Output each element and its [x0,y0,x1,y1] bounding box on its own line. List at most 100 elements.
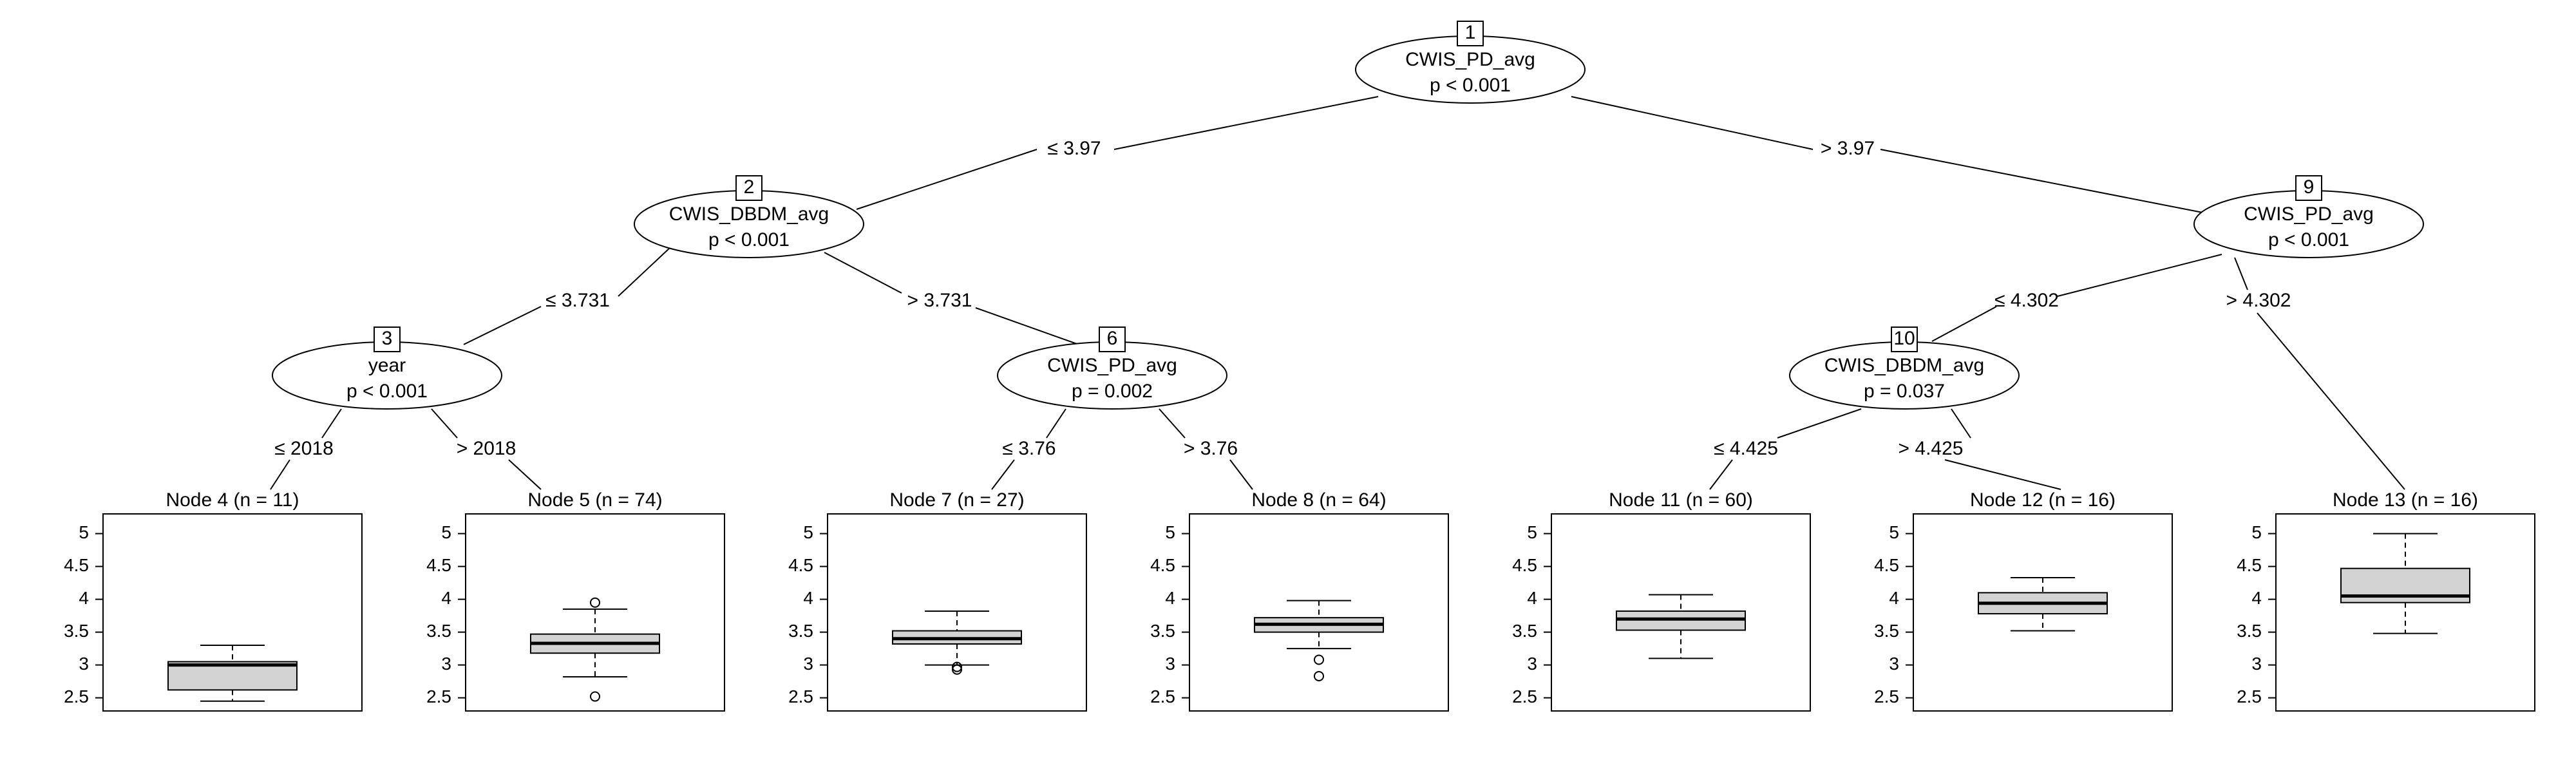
y-tick-label: 3.5 [2237,621,2262,641]
edge-split-label: > 4.302 [2226,290,2291,311]
y-tick-label: 2.5 [788,686,813,706]
leaf-panel: Node 4 (n = 11)2.533.544.55 [64,489,363,712]
node-variable-label: CWIS_PD_avg [1405,49,1535,70]
tree-edge-line [1709,459,1733,490]
tree-edge-line [856,149,1037,210]
y-tick-label: 5 [803,522,813,542]
outlier-point [590,597,600,608]
tree-edge-line [2234,257,2248,290]
leaf-plot-frame [1189,513,1449,712]
tree-edge-line [991,459,1015,490]
y-tick-label: 4 [441,588,451,608]
tree-edge-line [321,408,342,439]
y-tick-label: 3 [79,654,89,674]
edge-split-label: ≤ 4.302 [1994,290,2059,311]
leaf-panel: Node 11 (n = 60)2.533.544.55 [1512,489,1811,712]
edge-split-label: ≤ 4.425 [1714,438,1778,459]
node-id-box [1099,326,1126,352]
tree-edge-line [1571,96,1814,150]
y-tick-label: 4.5 [788,555,813,575]
tree-edge-line [824,252,902,294]
node-id-box [735,175,762,201]
y-tick-label: 2.5 [1150,686,1175,706]
edge-split-label: > 3.76 [1184,438,1238,459]
leaf-plot-frame [827,513,1087,712]
leaf-plot-frame [2275,513,2535,712]
y-tick-label: 4.5 [2237,555,2262,575]
y-tick-label: 3.5 [1512,621,1537,641]
node-variable-label: CWIS_DBDM_avg [669,203,829,225]
tree-edge-labels: ≤ 3.97> 3.97≤ 3.731> 3.731≤ 2018> 2018≤ … [274,138,2291,459]
node-id-box [374,326,401,352]
y-tick-label: 2.5 [1874,686,1899,706]
node-variable-label: CWIS_PD_avg [2244,203,2374,225]
y-tick-label: 3 [1889,654,1899,674]
edge-split-label: > 3.97 [1821,138,1875,159]
tree-leaf-panels: Node 4 (n = 11) 2.5 3 3.5 4 4.5 5 Node 5 (n = 7… [64,489,2535,712]
tree-edge-line [463,306,542,345]
leaf-title: Node 12 (n = 16) [1970,489,2116,511]
outlier-point [590,691,600,702]
tree-edge-line [1229,459,1253,490]
edge-split-label: ≤ 3.97 [1047,138,1101,159]
outlier-point [1314,654,1324,665]
y-tick-label: 2.5 [2237,686,2262,706]
node-id-box [1457,21,1484,46]
leaf-title: Node 7 (n = 27) [889,489,1024,511]
edge-split-label: ≤ 3.731 [545,290,610,311]
tree-edge-line [1159,408,1186,439]
y-tick-label: 3 [1527,654,1537,674]
y-tick-label: 3.5 [64,621,89,641]
y-tick-label: 4 [1527,588,1537,608]
node-id-box [1891,326,1918,352]
tree-edge-line [1931,306,1997,342]
y-tick-label: 4 [2251,588,2262,608]
tree-edge-line [618,247,670,297]
y-tick-label: 4 [1165,588,1175,608]
node-variable-label: CWIS_PD_avg [1047,355,1177,376]
leaf-title: Node 4 (n = 11) [166,489,299,511]
node-pvalue-label: p = 0.002 [1072,381,1153,402]
leaf-title: Node 13 (n = 16) [2333,489,2478,511]
y-tick-label: 4 [79,588,89,608]
y-tick-label: 2.5 [1512,686,1537,706]
node-id-label: 1 [1465,22,1476,43]
leaf-plot-frame [1551,513,1811,712]
tree-edge-line [2257,312,2405,490]
node-pvalue-label: p < 0.001 [346,381,428,402]
y-tick-label: 3.5 [1874,621,1899,641]
y-tick-label: 3 [1165,654,1175,674]
y-tick-label: 5 [2251,522,2262,542]
edge-split-label: ≤ 3.76 [1002,438,1056,459]
y-tick-label: 3.5 [1150,621,1175,641]
leaf-plot-frame [1913,513,2173,712]
node-id-label: 6 [1107,328,1118,349]
leaf-title: Node 8 (n = 64) [1251,489,1386,511]
outlier-point [952,661,962,672]
node-pvalue-label: p < 0.001 [708,229,790,251]
node-id-box [2295,175,2322,201]
leaf-title: Node 5 (n = 74) [527,489,662,511]
box-iqr [1616,610,1746,631]
tree-edge-line [1046,408,1066,439]
leaf-plot-frame [465,513,725,712]
tree-edge-line [270,459,290,490]
node-pvalue-label: p < 0.001 [1430,75,1511,96]
leaf-panel: Node 8 (n = 64)2.533.544.55 [1150,489,1449,712]
y-tick-label: 3 [2251,654,2262,674]
node-pvalue-label: p < 0.001 [2268,229,2349,251]
tree-edges [270,96,2405,490]
outlier-point [952,664,962,675]
leaf-plot-frame [102,513,363,712]
tree-edge-line [1944,459,2061,490]
y-tick-label: 4.5 [1512,555,1537,575]
y-tick-label: 4 [803,588,813,608]
